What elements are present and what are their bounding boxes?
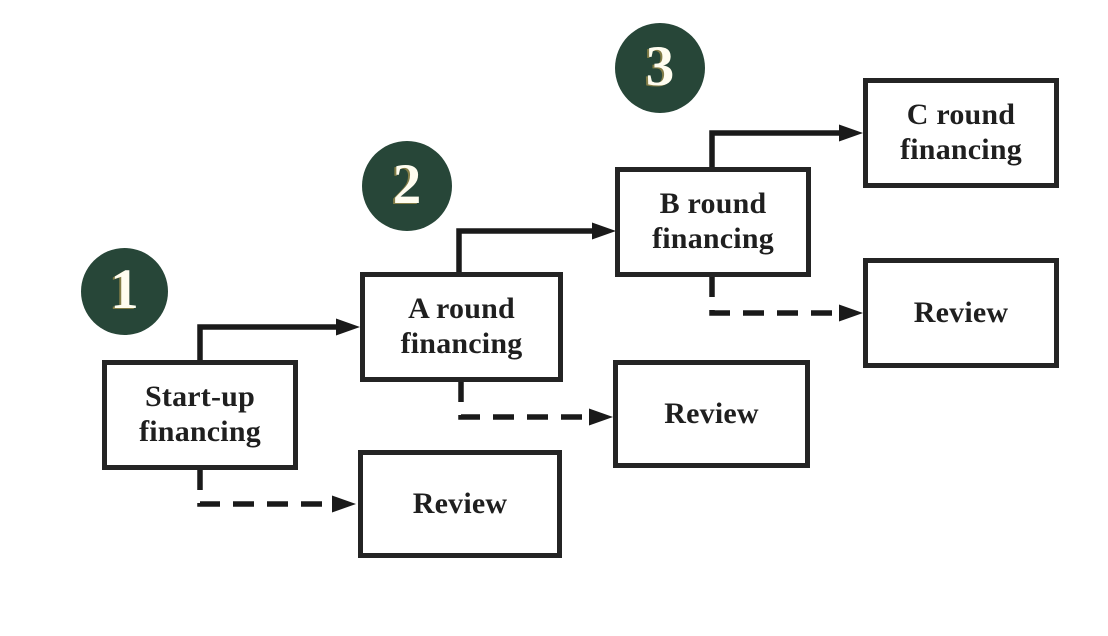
arrow-startup-to-a-round — [197, 318, 360, 361]
step-badge-1: 1 — [81, 248, 168, 335]
node-b-round-financing: B round financing — [615, 167, 811, 277]
node-label-line: financing — [400, 327, 523, 360]
arrow-b-round-to-c-round — [709, 124, 863, 168]
node-label-line: financing — [652, 222, 774, 255]
node-c-round-financing: C round financing — [863, 78, 1059, 188]
node-label-line: Review — [913, 295, 1009, 329]
node-label-line: financing — [139, 415, 261, 448]
node-review-after-startup: Review — [358, 450, 562, 558]
node-a-round-financing: A round financing — [360, 272, 563, 382]
step-badge-2: 2 — [362, 141, 452, 231]
step-badge-3: 3 — [615, 23, 705, 113]
node-label-line: financing — [900, 133, 1022, 166]
node-label-line: Start-up — [145, 380, 255, 414]
node-label-line: A round — [408, 292, 515, 326]
dashed-arrow-startup-to-review — [197, 469, 356, 513]
arrow-a-round-to-b-round — [456, 222, 616, 274]
node-label-line: C round — [906, 98, 1016, 132]
node-review-after-b-round: Review — [863, 258, 1059, 368]
node-startup-financing: Start-up financing — [102, 360, 298, 470]
dashed-arrow-b-round-to-review — [709, 276, 863, 322]
node-label-line: B round — [659, 187, 767, 221]
node-label-line: Review — [664, 396, 759, 430]
dashed-arrow-a-round-to-review — [458, 381, 613, 426]
node-review-after-a-round: Review — [613, 360, 810, 468]
node-label-line: Review — [412, 486, 508, 520]
